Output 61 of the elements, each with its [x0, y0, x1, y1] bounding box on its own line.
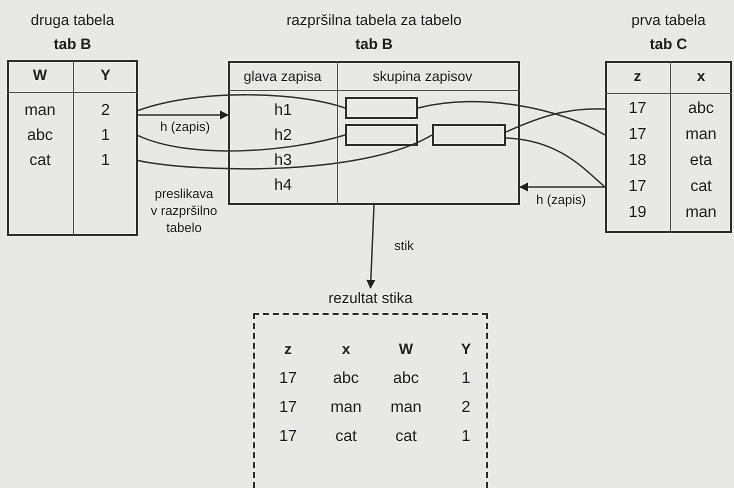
table-cell-text: 17 — [278, 427, 298, 447]
column-header: z — [283, 340, 293, 360]
hash-label: h3 — [273, 150, 293, 170]
table-cell-text: 17 — [278, 398, 298, 418]
record-slot — [345, 124, 418, 146]
column-header: Y — [99, 66, 112, 86]
connector-line — [418, 100, 606, 136]
connector-line — [138, 94, 346, 112]
table-cell-text: cat — [334, 427, 358, 447]
table-cell-text: cat — [394, 427, 418, 447]
table-cell-text: abc — [392, 369, 420, 389]
table-cell-text: cat — [689, 177, 713, 197]
column-header: x — [696, 67, 706, 87]
table-caption: rezultat stika — [327, 290, 414, 308]
connector-line — [506, 137, 606, 188]
record-slot — [432, 124, 506, 146]
table-cell-text: abc — [332, 369, 360, 389]
table-cell-text: man — [684, 125, 718, 145]
table-caption: razpršilna tabela za tabelo — [285, 12, 463, 30]
table-cell-text: 2 — [460, 398, 472, 418]
table-caption: prva tabela — [630, 12, 707, 30]
table-cell-text: 1 — [460, 369, 472, 389]
column-header: skupina zapisov — [372, 67, 474, 86]
table-name: tab C — [648, 36, 688, 54]
column-header: Y — [460, 340, 472, 360]
column-header: glava zapisa — [242, 67, 322, 86]
arrow — [138, 110, 229, 120]
table-cell-text: abc — [26, 126, 54, 146]
table-cell-text: man — [389, 398, 423, 418]
table-cell-text: eta — [688, 151, 714, 171]
table-cell-text: man — [684, 203, 718, 223]
table-cell-text: man — [23, 100, 57, 120]
hash-label: h2 — [273, 126, 293, 146]
table-cell-text: 17 — [628, 177, 648, 197]
table-cell-text: 18 — [628, 151, 648, 171]
table-cell-text: 17 — [628, 99, 648, 119]
table-caption: druga tabela — [30, 12, 116, 30]
connector-line — [138, 134, 346, 152]
record-slot — [345, 97, 418, 119]
table-cell-text: 17 — [628, 125, 648, 145]
column-header: W — [32, 66, 48, 86]
table-cell-text: 1 — [460, 427, 472, 447]
hash-label: h4 — [273, 176, 293, 196]
column-header: x — [340, 340, 352, 360]
column-header: W — [398, 340, 414, 360]
connector-line — [506, 108, 606, 133]
connector-line — [138, 134, 432, 170]
arrow — [519, 182, 605, 192]
table-cell-text: man — [329, 398, 363, 418]
table-cell-text: 17 — [278, 369, 298, 389]
table-cell-text: 2 — [100, 100, 111, 120]
hash-label: h1 — [273, 100, 293, 120]
arrow — [366, 204, 376, 289]
table-name: tab B — [52, 36, 92, 54]
table-cell-text: 19 — [628, 203, 648, 223]
table-cell-text: 1 — [100, 126, 111, 146]
column-header: z — [632, 67, 642, 87]
table-cell-text: cat — [28, 150, 52, 170]
table-name: tab B — [354, 36, 394, 54]
table-cell-text: 1 — [100, 150, 111, 170]
table-cell-text: abc — [687, 99, 715, 119]
